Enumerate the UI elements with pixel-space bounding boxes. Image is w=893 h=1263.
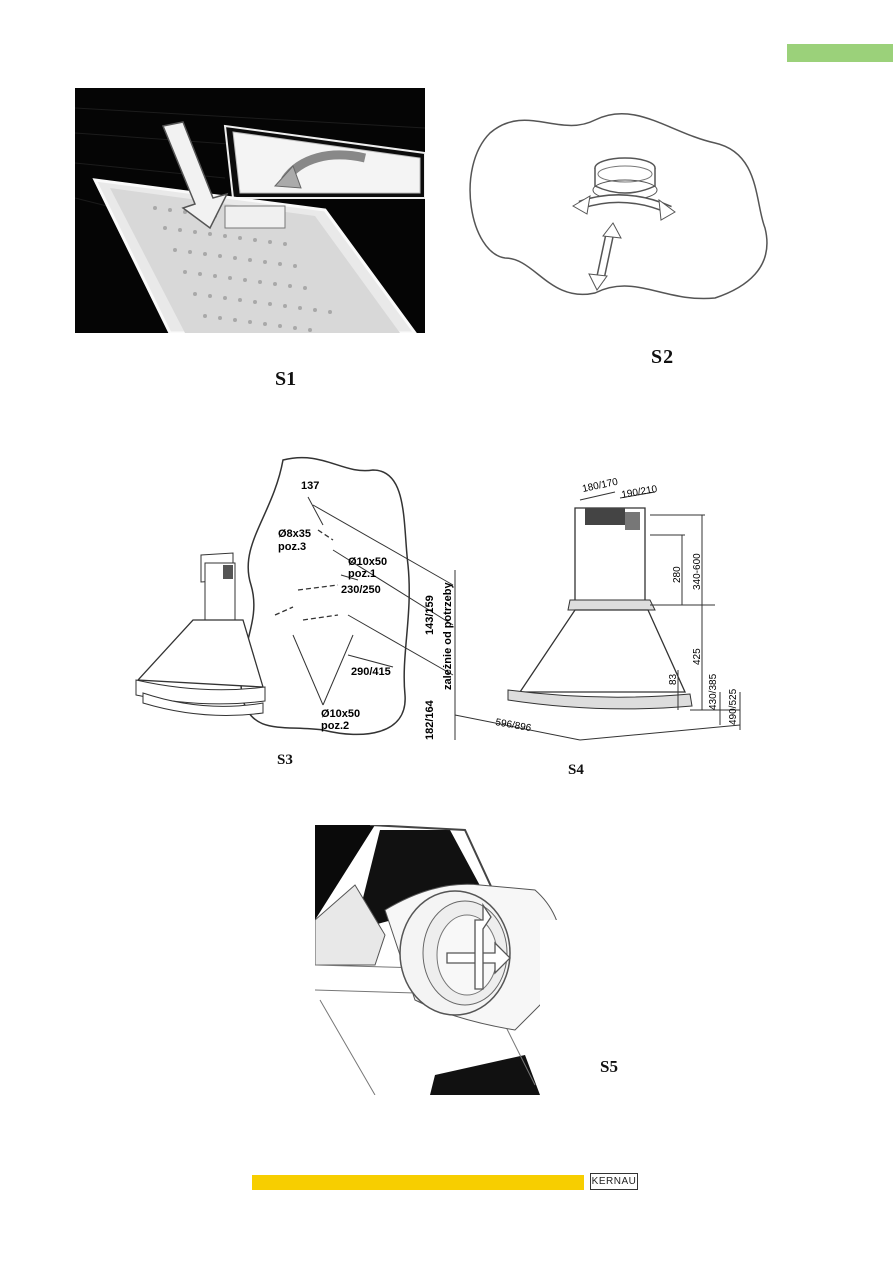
s3-dim-d10a: Ø10x50 xyxy=(348,556,387,568)
figure-s4-dimensions: 180/170 190/210 280 340-600 425 83 430/3… xyxy=(454,477,741,741)
figure-s3-wall-mounting: 137 Ø8x35 poz.3 Ø10x50 poz.1 230/250 290… xyxy=(135,456,456,740)
s3-dim-290: 290/415 xyxy=(351,666,391,678)
s4-dim-340: 340-600 xyxy=(692,553,703,590)
label-s1: S1 xyxy=(275,368,297,390)
s3-dim-230: 230/250 xyxy=(341,584,381,596)
s3-dim-143: 143/159 xyxy=(424,595,436,635)
label-s4: S4 xyxy=(568,762,584,778)
footer-accent-bar xyxy=(252,1175,584,1190)
s4-dim-190: 190/210 xyxy=(621,484,659,501)
s3-poz3: poz.3 xyxy=(278,541,306,553)
s4-dim-83: 83 xyxy=(668,673,679,685)
s3-poz2: poz.2 xyxy=(321,720,349,732)
section-tab xyxy=(787,44,893,62)
s4-dim-425: 425 xyxy=(692,648,703,665)
s3-depends-note: zależnie od potrzeby xyxy=(442,582,454,690)
s3-dim-d8: Ø8x35 xyxy=(278,528,311,540)
figure-s1-filter-removal xyxy=(75,88,425,333)
s4-dim-596: 596/896 xyxy=(494,717,532,734)
label-s3: S3 xyxy=(277,752,293,768)
label-s2: S2 xyxy=(651,346,675,368)
s3-poz1: poz.1 xyxy=(348,568,376,580)
s4-dim-430: 430/385 xyxy=(708,673,719,710)
s3-dim-137: 137 xyxy=(301,480,319,492)
s4-dim-280: 280 xyxy=(672,566,683,583)
s4-dim-490: 490/525 xyxy=(728,688,739,725)
s3-dim-182: 182/164 xyxy=(424,699,436,740)
figure-s5-duct-connection xyxy=(315,825,575,1095)
s3-dim-d10b: Ø10x50 xyxy=(321,708,360,720)
label-s5: S5 xyxy=(600,1057,618,1076)
figure-s2-connector-adjust xyxy=(469,113,768,300)
brand-logo: KERNAU xyxy=(590,1173,638,1190)
